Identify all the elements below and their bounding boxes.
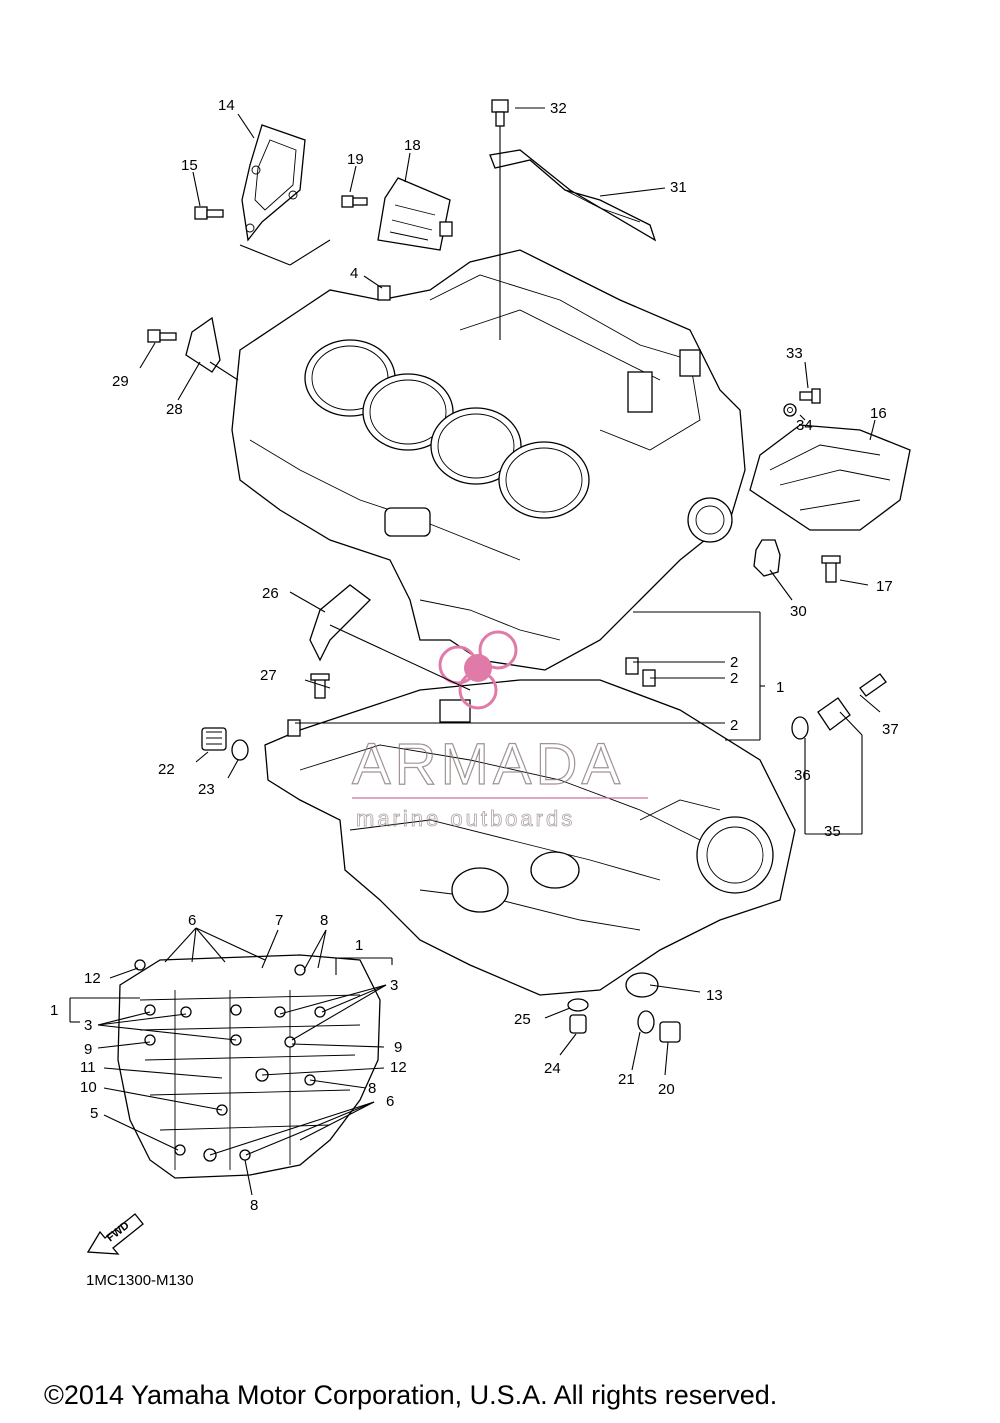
inset-callout-1a: 1 (355, 937, 363, 954)
inset-callout-5: 5 (90, 1105, 98, 1122)
part-20-plug (659, 1021, 681, 1043)
callout-14: 14 (218, 97, 235, 114)
callout-25: 25 (514, 1011, 531, 1028)
part-4-dowel (377, 285, 391, 301)
callout-22: 22 (158, 761, 175, 778)
part-15-bolt (194, 206, 224, 220)
inset-leader-lines (69, 927, 393, 1196)
callout-17: 17 (876, 578, 893, 595)
part-18-plate (377, 177, 453, 251)
part-36-o-ring (791, 716, 809, 740)
part-26-baffle (309, 584, 371, 662)
upper-crankcase (231, 249, 746, 671)
callout-13: 13 (706, 987, 723, 1004)
callout-27: 27 (260, 667, 277, 684)
diagram-code: 1MC1300-M130 (86, 1272, 194, 1289)
part-17-bolt (821, 555, 841, 583)
callout-28: 28 (166, 401, 183, 418)
watermark-tagline: marine outboards (356, 806, 575, 831)
callout-18: 18 (404, 137, 421, 154)
inset-callout-12a: 12 (84, 970, 101, 987)
callout-35: 35 (824, 823, 841, 840)
inset-callout-6a: 6 (188, 912, 196, 929)
callout-29: 29 (112, 373, 129, 390)
callouts: 14 15 19 18 32 31 4 29 28 33 34 16 17 30… (112, 97, 899, 1098)
part-22-plug (201, 727, 227, 751)
callout-1: 1 (776, 679, 784, 696)
inset-bottom-view: 6 7 8 1 12 1 3 3 9 9 12 11 10 8 5 6 8 (50, 912, 407, 1214)
part-29-bolt (147, 329, 177, 343)
part-37-bolt (859, 673, 887, 697)
part-28-plate (185, 316, 221, 373)
watermark-brand: ARMADA (352, 732, 624, 797)
copyright-notice: ©2014 Yamaha Motor Corporation, U.S.A. A… (44, 1380, 778, 1410)
inset-callout-8b: 8 (368, 1080, 376, 1097)
callout-4: 4 (350, 265, 358, 282)
inset-callout-11: 11 (80, 1059, 96, 1076)
inset-callout-12b: 12 (390, 1059, 407, 1076)
callout-34: 34 (796, 417, 813, 434)
inset-callout-8c: 8 (250, 1197, 258, 1214)
callout-20: 20 (658, 1081, 675, 1098)
callout-23: 23 (198, 781, 215, 798)
part-32-bolt (491, 99, 509, 127)
callout-36: 36 (794, 767, 811, 784)
callout-24: 24 (544, 1060, 561, 1077)
callout-26: 26 (262, 585, 279, 602)
part-27-bolt (310, 673, 330, 699)
watermark: ARMADA marine outboards (351, 630, 648, 831)
part-21-o-ring (637, 1010, 655, 1034)
part-16-cover (749, 424, 911, 531)
leader-lines (139, 107, 881, 1076)
callout-16: 16 (870, 405, 887, 422)
part-24-cap (569, 1014, 587, 1034)
lower-crankcase (264, 679, 796, 996)
inset-callout-6b: 6 (386, 1093, 394, 1110)
callout-19: 19 (347, 151, 364, 168)
callout-21: 21 (618, 1071, 635, 1088)
part-14-cover (241, 124, 306, 242)
callout-2c: 2 (730, 717, 738, 734)
part-34-washer (783, 403, 797, 417)
inset-callout-10: 10 (80, 1079, 97, 1096)
fwd-arrow-icon: FWD (86, 1213, 144, 1255)
callout-2b: 2 (730, 670, 738, 687)
part-30-rotor (753, 539, 781, 577)
callout-2a: 2 (730, 654, 738, 671)
part-19-bolt (341, 195, 368, 208)
inset-callout-3a: 3 (84, 1017, 92, 1034)
inset-callout-8a: 8 (320, 912, 328, 929)
inset-callout-9b: 9 (394, 1039, 402, 1056)
callout-31: 31 (670, 179, 687, 196)
callout-15: 15 (181, 157, 198, 174)
inset-callout-7: 7 (275, 912, 283, 929)
callout-37: 37 (882, 721, 899, 738)
part-35-sender (817, 697, 851, 731)
part-25-o-ring (567, 998, 589, 1012)
callout-33: 33 (786, 345, 803, 362)
part-13-plug (625, 972, 659, 998)
inset-callout-1b: 1 (50, 1002, 58, 1019)
part-33-bolt (799, 388, 821, 404)
inset-callout-9a: 9 (84, 1041, 92, 1058)
callout-30: 30 (790, 603, 807, 620)
inset-callout-3b: 3 (390, 977, 398, 994)
part-23-o-ring (231, 739, 249, 761)
callout-32: 32 (550, 100, 567, 117)
part-31-guard (489, 149, 657, 242)
